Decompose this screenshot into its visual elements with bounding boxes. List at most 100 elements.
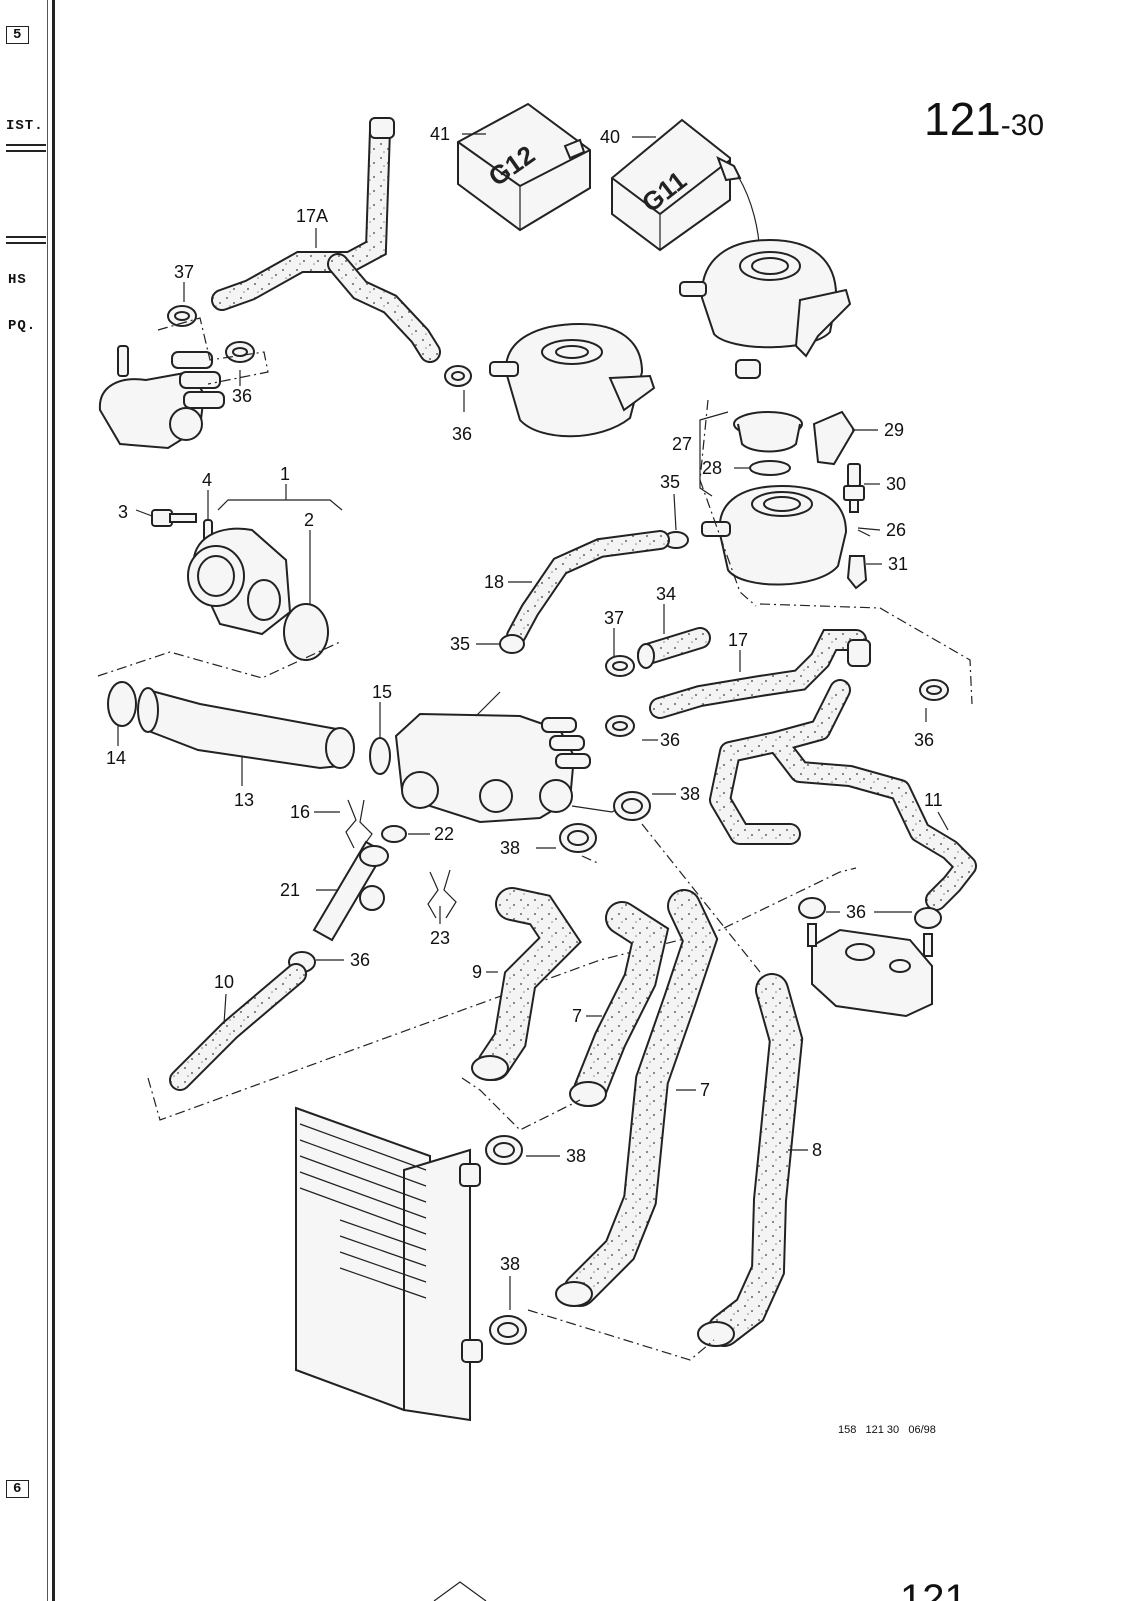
callout-4: 4 bbox=[202, 470, 212, 490]
margin-rule bbox=[52, 0, 55, 1601]
margin-box-top-label: 5 bbox=[13, 27, 23, 43]
seal-22 bbox=[381, 825, 407, 843]
margin-double-rule-2 bbox=[6, 236, 46, 244]
hose-7 bbox=[555, 889, 719, 1307]
clamp-36-mid bbox=[605, 715, 635, 737]
margin-double-rule-1 bbox=[6, 144, 46, 152]
pipe-13 bbox=[137, 687, 355, 770]
cap-27 bbox=[733, 411, 803, 453]
clamp-38-radiator-lower bbox=[489, 1315, 527, 1345]
callout-30: 30 bbox=[886, 474, 906, 494]
radiator bbox=[295, 1106, 483, 1422]
o-ring-2 bbox=[283, 603, 329, 661]
hose-34 bbox=[637, 627, 711, 669]
callout-7-lower: 7 bbox=[700, 1080, 710, 1100]
callout-7-upper: 7 bbox=[572, 1006, 582, 1026]
sensor-30 bbox=[843, 463, 865, 513]
clamp-37-mid bbox=[605, 655, 635, 677]
callout-41: 41 bbox=[430, 124, 450, 144]
margin-box-bottom-label: 6 bbox=[13, 1481, 23, 1497]
expansion-tank-middle bbox=[701, 484, 848, 586]
margin-hs-label: HS bbox=[8, 272, 27, 288]
callout-34: 34 bbox=[656, 584, 676, 604]
water-pump bbox=[187, 527, 292, 636]
bottom-fragment: 121 bbox=[433, 1577, 967, 1601]
clamp-37-upper bbox=[167, 305, 197, 327]
callout-22: 22 bbox=[434, 824, 454, 844]
oil-cooler bbox=[807, 923, 933, 1018]
callout-36-top-mid: 36 bbox=[452, 424, 472, 444]
callout-15: 15 bbox=[372, 682, 392, 702]
clamp-36-right bbox=[919, 679, 949, 701]
clip-16 bbox=[345, 799, 373, 849]
coolant-can-g12: G12 bbox=[457, 102, 591, 232]
clamp-36-upper-mid bbox=[444, 365, 472, 387]
ring-15 bbox=[369, 737, 391, 775]
callout-labels: 41 40 17A 37 36 36 27 28 29 30 35 26 31 … bbox=[106, 124, 943, 1274]
callout-9: 9 bbox=[472, 962, 482, 982]
callout-27: 27 bbox=[672, 434, 692, 454]
callout-38-radiator-lower: 38 bbox=[500, 1254, 520, 1274]
hose-10 bbox=[169, 963, 307, 1091]
page-title: 121-30 bbox=[924, 92, 1044, 146]
callout-35-mid: 35 bbox=[450, 634, 470, 654]
hose-8 bbox=[697, 973, 804, 1347]
thermostat-housing-central bbox=[394, 691, 637, 824]
clamp-36-upper-left bbox=[225, 341, 255, 363]
ring-14 bbox=[107, 681, 137, 727]
callout-38-upper-right: 38 bbox=[680, 784, 700, 804]
callout-29: 29 bbox=[884, 420, 904, 440]
bottom-page-number-fragment: 121 bbox=[900, 1577, 967, 1601]
callout-36-right: 36 bbox=[914, 730, 934, 750]
callout-28: 28 bbox=[702, 458, 722, 478]
margin-box-bottom: 6 bbox=[6, 1480, 30, 1498]
margin-pq-label: PQ. bbox=[8, 318, 37, 334]
seal-28 bbox=[749, 460, 791, 476]
clamp-36-cooler-left bbox=[798, 897, 826, 919]
margin-ist-label: IST. bbox=[6, 118, 44, 134]
callout-1: 1 bbox=[280, 464, 290, 484]
hose-9 bbox=[471, 887, 582, 1081]
coolant-can-g11: G11 bbox=[611, 118, 761, 263]
callout-26: 26 bbox=[886, 520, 906, 540]
footer-reference: 158 121 30 06/98 bbox=[838, 1424, 936, 1436]
callout-18: 18 bbox=[484, 572, 504, 592]
callout-38-radiator-upper: 38 bbox=[566, 1146, 586, 1166]
clip-23 bbox=[427, 869, 457, 919]
callout-21: 21 bbox=[280, 880, 300, 900]
pipe-21 bbox=[312, 840, 389, 942]
callout-17: 17 bbox=[728, 630, 748, 650]
clamp-38-upper-right bbox=[613, 791, 651, 821]
page-title-suffix: -30 bbox=[1000, 109, 1045, 142]
callout-37-top: 37 bbox=[174, 262, 194, 282]
callout-3: 3 bbox=[118, 502, 128, 522]
clamp-36-cooler-right bbox=[914, 907, 942, 929]
thermostat-housing-upper bbox=[98, 345, 225, 450]
hose-11 bbox=[709, 679, 977, 911]
bolt-3 bbox=[151, 509, 197, 527]
callout-23: 23 bbox=[430, 928, 450, 948]
callout-36-top-left: 36 bbox=[232, 386, 252, 406]
callout-31: 31 bbox=[888, 554, 908, 574]
callout-13: 13 bbox=[234, 790, 254, 810]
clamp-35-lower bbox=[499, 634, 525, 654]
callout-36-lower-left: 36 bbox=[350, 950, 370, 970]
page-title-number: 121 bbox=[924, 93, 1001, 145]
callout-37-mid: 37 bbox=[604, 608, 624, 628]
hose-17a bbox=[211, 117, 441, 363]
callout-2: 2 bbox=[304, 510, 314, 530]
clamp-38-upper-left bbox=[559, 823, 597, 853]
hose-17 bbox=[649, 629, 871, 719]
connector-31 bbox=[846, 555, 868, 590]
clamp-38-radiator-upper bbox=[485, 1135, 523, 1165]
callout-40: 40 bbox=[600, 127, 620, 147]
callout-35-top: 35 bbox=[660, 472, 680, 492]
callout-16: 16 bbox=[290, 802, 310, 822]
callout-leaders bbox=[117, 133, 949, 1310]
hose-18 bbox=[506, 530, 670, 646]
margin-rule-inner bbox=[47, 0, 48, 1601]
callout-38-upper-left: 38 bbox=[500, 838, 520, 858]
callout-17a: 17A bbox=[296, 206, 328, 226]
